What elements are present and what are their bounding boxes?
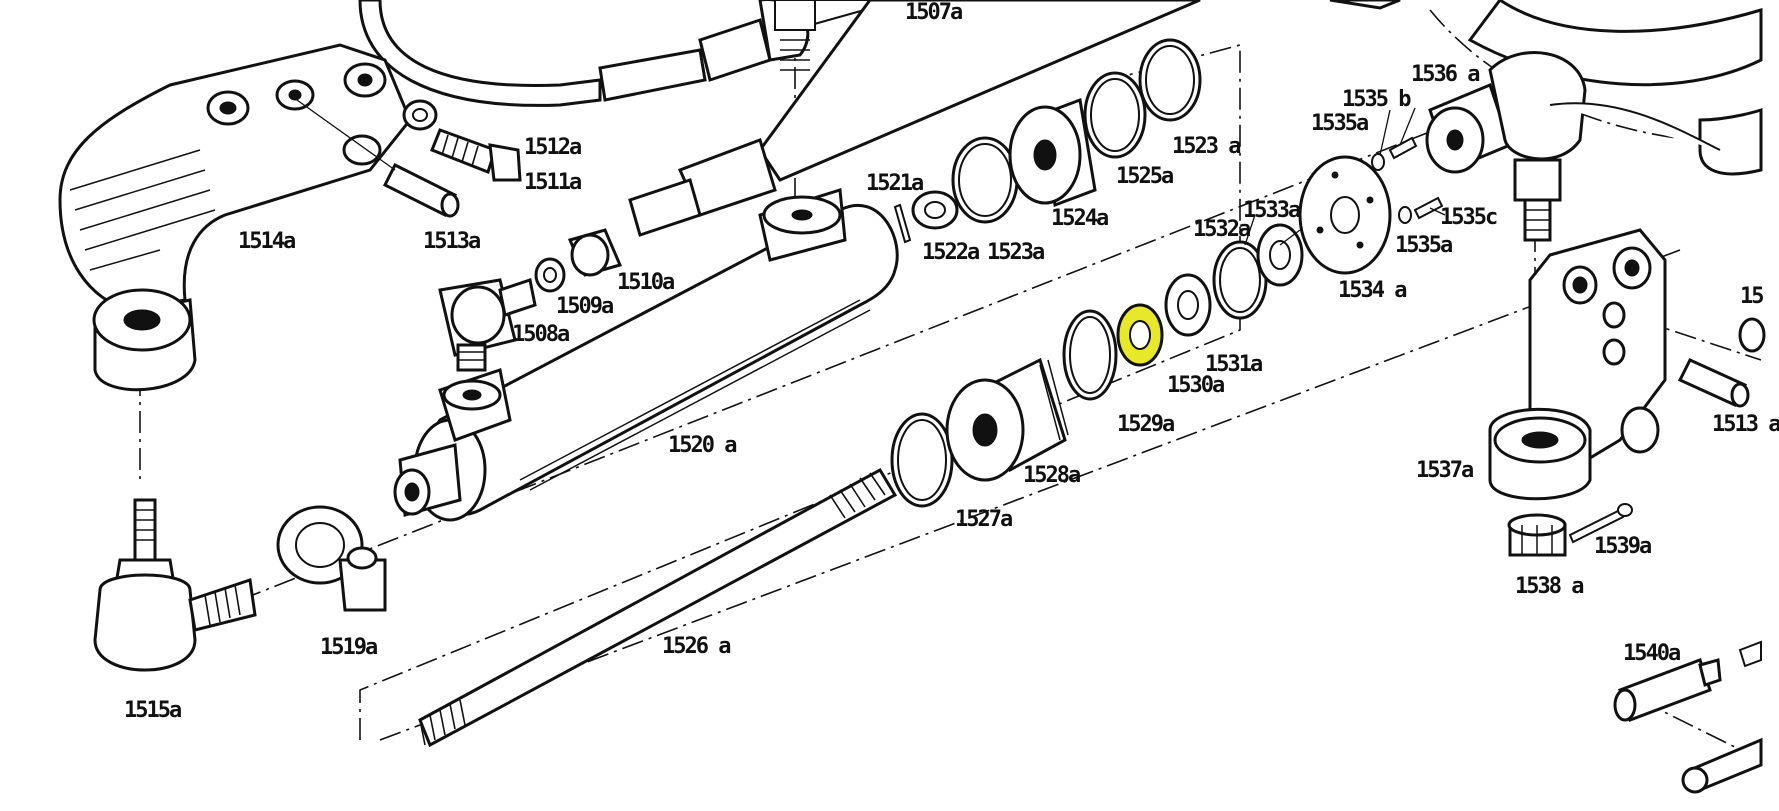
part-1528a-piston	[945, 357, 1069, 482]
label-1512a: 1512a	[524, 135, 582, 160]
label-1532a: 1532a	[1193, 217, 1251, 242]
part-1533a-seal	[1256, 223, 1304, 287]
part-1513a-pin-right	[1677, 358, 1750, 408]
part-1508a-banjo-fitting	[438, 278, 537, 372]
label-1520a: 1520 a	[668, 433, 737, 458]
part-1532a-circlip	[1212, 240, 1268, 320]
part-1523a-ring-left	[951, 136, 1019, 224]
part-1529a-ring	[1062, 309, 1118, 401]
label-1519a: 1519a	[320, 635, 378, 660]
label-1515a: 1515a	[124, 698, 182, 723]
label-1528a: 1528a	[1023, 463, 1081, 488]
part-1507a-hose	[358, 0, 1201, 237]
label-1522a: 1522a	[922, 240, 980, 265]
label-15-partial: 15	[1740, 284, 1764, 309]
part-1509a-nut	[534, 257, 566, 293]
part-1513a-pin	[289, 94, 460, 218]
label-1510a: 1510a	[617, 270, 675, 295]
part-1525a-ring	[1083, 71, 1147, 159]
part-1535a-washer-bottom	[1398, 206, 1412, 224]
part-1540a-clevis	[1613, 640, 1763, 794]
label-1535c: 1535c	[1440, 205, 1498, 230]
label-1535a-top: 1535a	[1311, 111, 1369, 136]
part-1512a-washer	[402, 99, 438, 131]
part-1534a-end-plate	[1298, 155, 1392, 275]
part-15-washer-partial	[1738, 317, 1766, 353]
label-1526a: 1526 a	[662, 634, 731, 659]
label-1525a: 1525a	[1116, 164, 1174, 189]
label-1538a: 1538 a	[1515, 574, 1584, 599]
leader-lines	[1244, 107, 1446, 246]
part-1526a-piston-rod	[418, 467, 898, 748]
label-1514a: 1514a	[238, 229, 296, 254]
part-1524a-piston	[1008, 97, 1097, 208]
label-1508a: 1508a	[512, 322, 570, 347]
label-1521a: 1521a	[866, 171, 924, 196]
label-1536a: 1536 a	[1411, 62, 1480, 87]
part-1530a-washer-highlighted	[1116, 303, 1164, 367]
part-1510a-nut	[567, 228, 623, 277]
label-1530a: 1530a	[1167, 373, 1225, 398]
label-1540a: 1540a	[1623, 641, 1681, 666]
label-1529a: 1529a	[1117, 412, 1175, 437]
part-1514a-bracket	[58, 43, 412, 392]
part-1531a-washer	[1164, 273, 1212, 337]
part-1523a-ring-top	[1138, 38, 1202, 122]
label-1533a: 1533a	[1243, 198, 1301, 223]
label-1535b: 1535 b	[1342, 87, 1411, 112]
label-1511a: 1511a	[524, 170, 582, 195]
label-1539a: 1539a	[1594, 534, 1652, 559]
part-1527a-ring	[890, 412, 954, 508]
part-1535a-washer-top	[1371, 153, 1385, 171]
part-1519a-clamp	[276, 505, 387, 612]
part-1536a-ball-joint	[1425, 51, 1721, 242]
label-1527a: 1527a	[955, 507, 1013, 532]
part-1539a-split-pin	[1568, 503, 1633, 544]
part-1520a-cylinder	[393, 188, 899, 522]
part-1538a-castle-nut	[1507, 513, 1567, 557]
label-1513a: 1513a	[423, 229, 481, 254]
part-1521a-split-pin	[893, 203, 912, 244]
label-1523a: 1523a	[987, 240, 1045, 265]
label-1513a-right: 1513 a	[1712, 412, 1779, 437]
label-1507a: 1507a	[905, 0, 963, 25]
label-1524a: 1524a	[1051, 206, 1109, 231]
label-1537a: 1537a	[1416, 458, 1474, 483]
label-1523a-top: 1523 a	[1172, 134, 1241, 159]
label-1531a: 1531a	[1205, 352, 1263, 377]
part-1537a-bracket	[1488, 228, 1667, 501]
part-1511a-bolt	[430, 128, 522, 182]
part-1515a-tie-rod-end	[93, 498, 257, 672]
label-1534a: 1534 a	[1338, 278, 1407, 303]
label-1535a-bottom: 1535a	[1395, 233, 1453, 258]
part-1522a-castle-nut	[911, 190, 959, 230]
part-1535b-screw	[1388, 136, 1418, 160]
label-1509a: 1509a	[556, 294, 614, 319]
part-1535c-screw	[1413, 196, 1444, 220]
